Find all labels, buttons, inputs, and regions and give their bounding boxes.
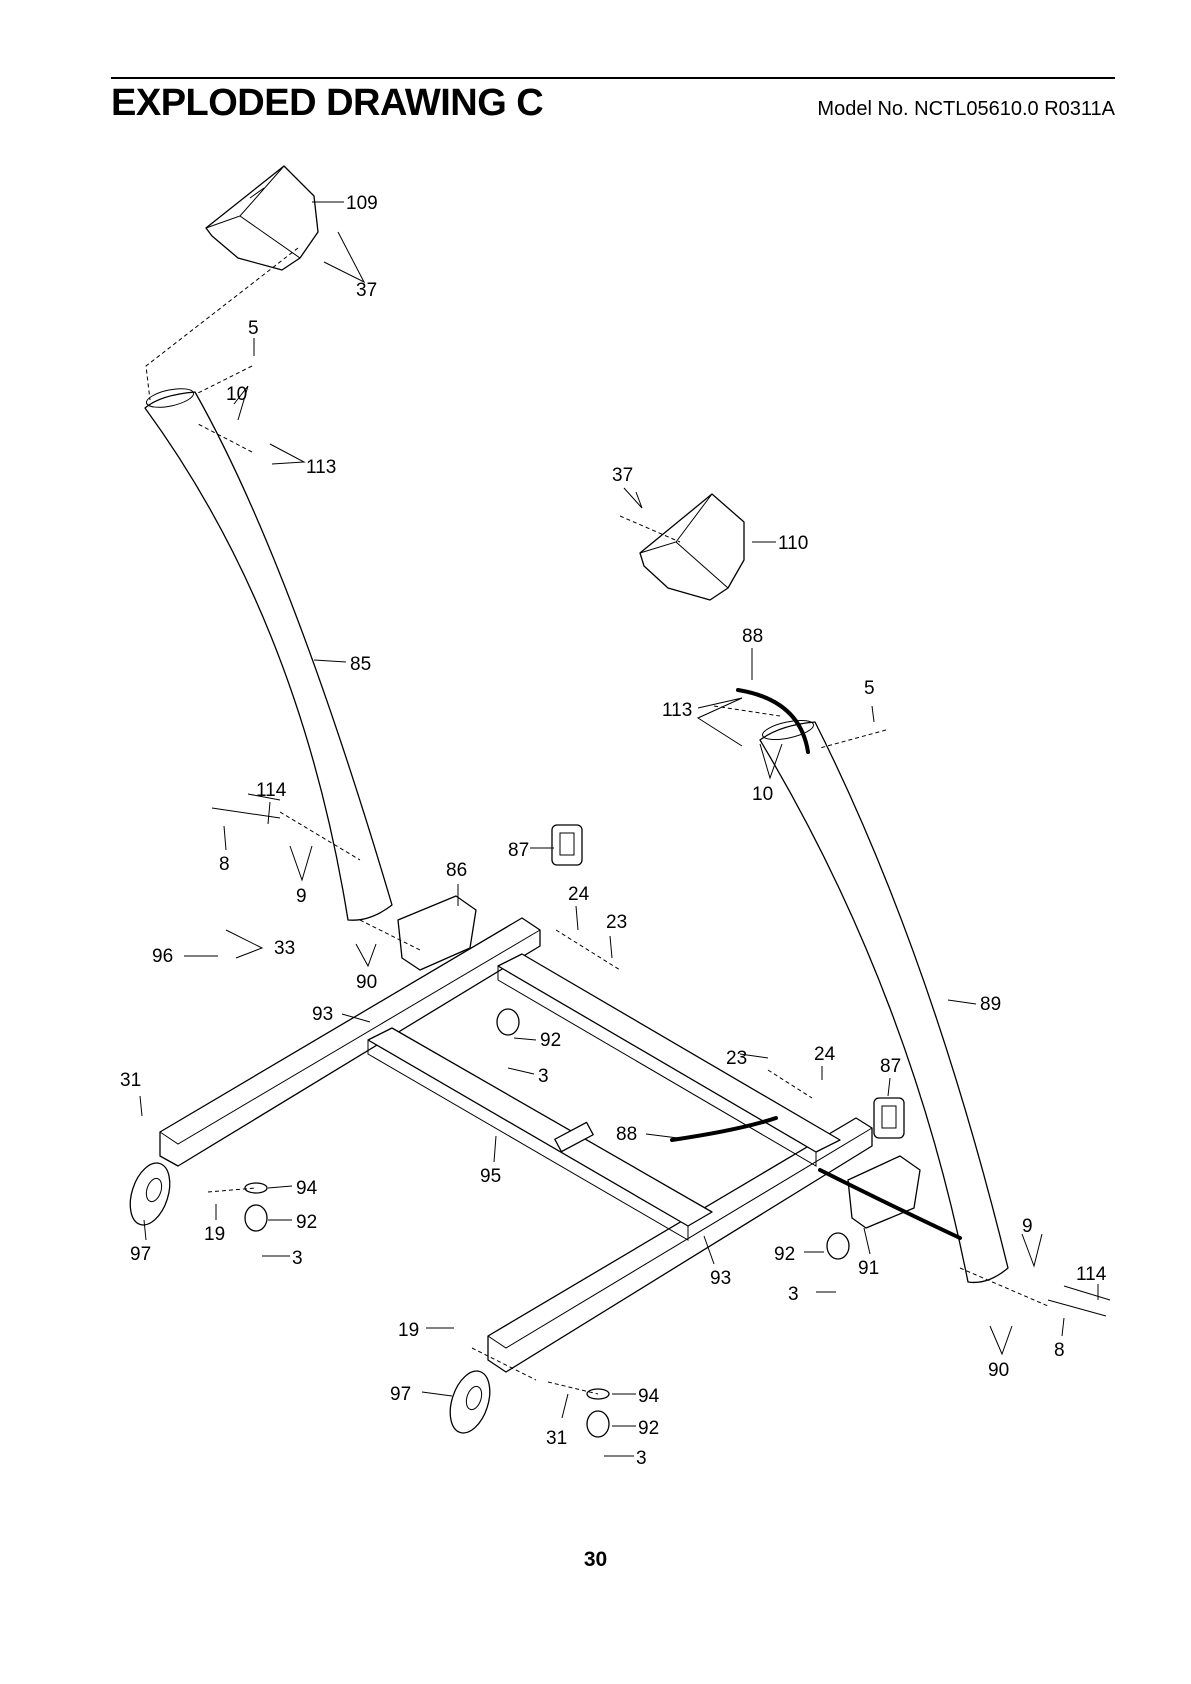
callout-37: 37 — [612, 465, 633, 486]
callout-92: 92 — [540, 1030, 561, 1051]
part-97-wheel-a — [123, 1158, 177, 1230]
callout-90: 90 — [356, 972, 377, 993]
part-109-tray — [206, 166, 318, 270]
callout-3: 3 — [538, 1066, 549, 1087]
callout-5: 5 — [864, 678, 875, 699]
part-91-bracket — [848, 1156, 920, 1228]
part-94-pad-a — [245, 1183, 267, 1193]
callout-110: 110 — [778, 533, 808, 554]
callout-89: 89 — [980, 994, 1001, 1015]
callout-92: 92 — [296, 1212, 317, 1233]
callout-23: 23 — [606, 912, 627, 933]
callout-114: 114 — [1076, 1264, 1107, 1285]
callout-3: 3 — [292, 1248, 303, 1269]
callout-113: 113 — [306, 457, 336, 478]
callout-88: 88 — [616, 1124, 637, 1145]
part-87-grommet-b — [874, 1098, 904, 1138]
callout-93: 93 — [312, 1004, 333, 1025]
callout-19: 19 — [204, 1224, 225, 1245]
callout-31: 31 — [120, 1070, 141, 1091]
part-92-leveler-b — [245, 1205, 267, 1231]
callout-24: 24 — [568, 884, 590, 905]
part-114-bolts-right — [1048, 1286, 1110, 1316]
callout-85: 85 — [350, 654, 371, 675]
callout-91: 91 — [858, 1258, 879, 1279]
callout-94: 94 — [296, 1178, 318, 1199]
callout-86: 86 — [446, 860, 467, 881]
callout-87: 87 — [880, 1056, 901, 1077]
assembly-lines — [146, 248, 1048, 1394]
callout-87: 87 — [508, 840, 529, 861]
callout-31: 31 — [546, 1428, 567, 1449]
callout-19: 19 — [398, 1320, 419, 1341]
callout-10: 10 — [752, 784, 773, 805]
page-number: 30 — [0, 1548, 1191, 1572]
part-92-leveler-c — [827, 1233, 849, 1259]
callout-9: 9 — [296, 886, 307, 907]
part-97-wheel-b — [443, 1366, 497, 1438]
callout-37: 37 — [356, 280, 377, 301]
callout-88: 88 — [742, 626, 763, 647]
callout-114: 114 — [256, 780, 287, 801]
callout-93: 93 — [710, 1268, 731, 1289]
callout-97: 97 — [130, 1244, 151, 1265]
callout-10: 10 — [226, 384, 247, 405]
part-85-left-upright — [145, 385, 392, 920]
callout-92: 92 — [774, 1244, 795, 1265]
base-frame — [160, 918, 872, 1372]
part-87-grommet-a — [552, 825, 582, 865]
callout-3: 3 — [788, 1284, 799, 1305]
part-88-cable-b — [672, 1118, 776, 1140]
callout-23: 23 — [726, 1048, 747, 1069]
callout-109: 109 — [346, 193, 378, 214]
callout-8: 8 — [1054, 1340, 1065, 1361]
callout-5: 5 — [248, 318, 259, 339]
part-92-leveler-a — [497, 1009, 519, 1035]
part-92-leveler-d — [587, 1411, 609, 1437]
callout-3: 3 — [636, 1448, 647, 1469]
callout-33: 33 — [274, 938, 295, 959]
callout-95: 95 — [480, 1166, 501, 1187]
callout-92: 92 — [638, 1418, 659, 1439]
callout-24: 24 — [814, 1044, 836, 1065]
callout-94: 94 — [638, 1386, 660, 1407]
callout-97: 97 — [390, 1384, 411, 1405]
callout-9: 9 — [1022, 1216, 1033, 1237]
part-110-tray — [640, 494, 744, 600]
callout-90: 90 — [988, 1360, 1009, 1381]
callout-113: 113 — [662, 700, 692, 721]
callout-8: 8 — [219, 854, 230, 875]
callout-96: 96 — [152, 946, 173, 967]
